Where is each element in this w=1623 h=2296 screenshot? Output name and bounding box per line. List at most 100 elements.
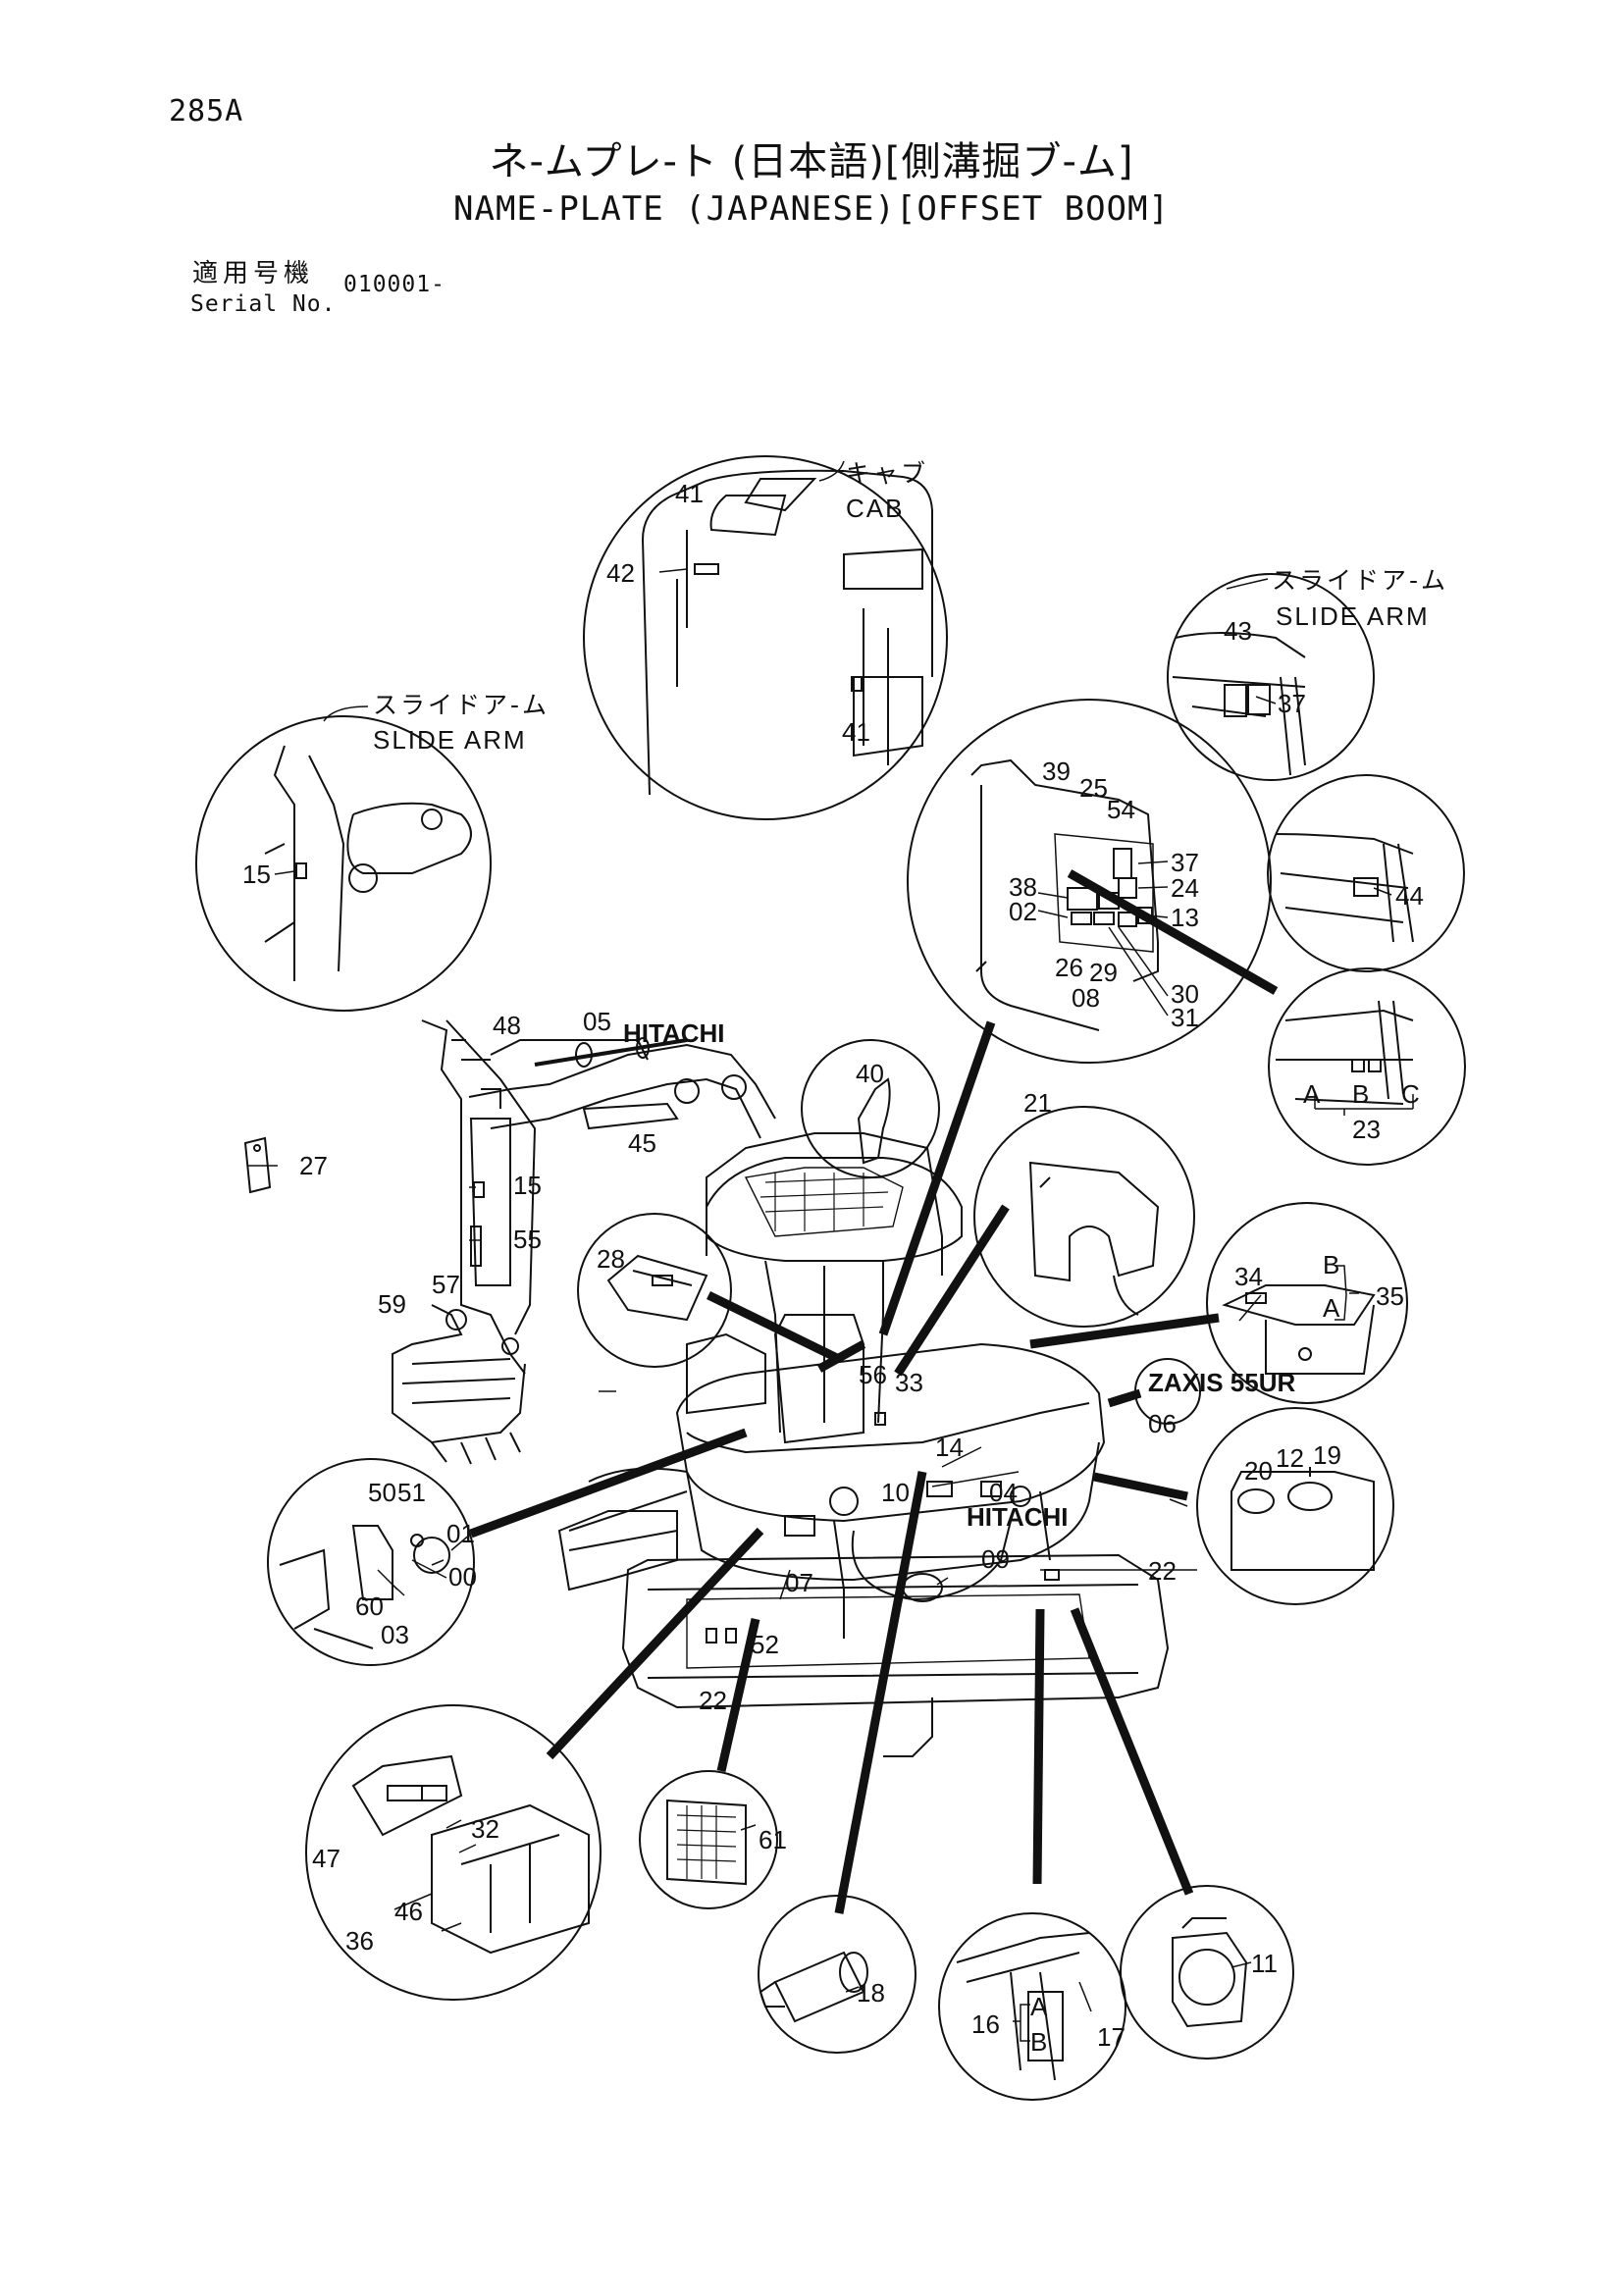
- part-label-43: 43: [1224, 616, 1252, 646]
- part-label-12: 12: [1276, 1443, 1304, 1473]
- part-label-15: 15: [513, 1171, 542, 1200]
- detail-circle-slide-arm-left: [195, 715, 492, 1012]
- part-label-41-top: 41: [675, 479, 704, 508]
- part-label-03: 03: [381, 1620, 409, 1649]
- part-label-52: 52: [751, 1630, 779, 1659]
- marker-b-abc: B: [1352, 1079, 1369, 1109]
- part-label-51: 51: [397, 1478, 426, 1507]
- part-label-55: 55: [513, 1225, 542, 1254]
- part-label-61: 61: [759, 1825, 787, 1854]
- part-number-labels: 41 42 41 43 37 39 25 54 37 24 13 38 02 2…: [242, 479, 1424, 2052]
- detail-circle-16-17: [938, 1912, 1126, 2101]
- part-label-01: 01: [446, 1519, 475, 1548]
- part-label-00: 00: [448, 1562, 477, 1592]
- part-label-57: 57: [432, 1270, 460, 1299]
- callout-leaders: [323, 460, 1269, 722]
- part-label-04: 04: [989, 1478, 1018, 1507]
- part-label-06: 06: [1148, 1409, 1177, 1438]
- part-label-54: 54: [1107, 795, 1135, 824]
- part-label-25: 25: [1079, 773, 1108, 803]
- callout-slide-arm-right-jp: スライドア-ム: [1272, 566, 1448, 595]
- detail-circle-21: [973, 1106, 1195, 1328]
- bracket-b-a: [1013, 1094, 1414, 2042]
- serial-label-english: Serial No.: [190, 291, 337, 317]
- excavator-upper-structure: [557, 1132, 1170, 1757]
- brand-hitachi-boom: HITACHI: [623, 1018, 725, 1048]
- detail-circle-61: [639, 1770, 778, 1909]
- part-label-35: 35: [1376, 1281, 1404, 1311]
- callout-slide-arm-left-en: SLIDE ARM: [373, 725, 527, 755]
- detail-circle-fuel-tank: [1196, 1407, 1394, 1605]
- page-title-english: NAME-PLATE (JAPANESE)[OFFSET BOOM]: [453, 189, 1170, 229]
- callout-cab-jp: キャブ: [846, 459, 928, 488]
- brand-hitachi-body: HITACHI: [967, 1502, 1069, 1532]
- detail-leader-lines: [469, 869, 1279, 1914]
- detail-circle-28: [577, 1213, 732, 1368]
- part-label-16: 16: [971, 2009, 1000, 2039]
- part-27-icon: [243, 1136, 272, 1194]
- marker-a-16: A: [1030, 1992, 1048, 2021]
- detail-circle-logo: [1134, 1358, 1201, 1425]
- part-label-11: 11: [1251, 1949, 1278, 1978]
- part-label-10: 10: [881, 1478, 910, 1507]
- part-label-31: 31: [1171, 1003, 1199, 1032]
- logo-zaxis: ZAXIS 55UR: [1148, 1368, 1295, 1397]
- detail-circle-18: [758, 1895, 916, 2054]
- marker-a-abc: A: [1303, 1079, 1321, 1109]
- part-label-44: 44: [1395, 881, 1424, 911]
- part-label-47: 47: [312, 1844, 340, 1873]
- part-label-20: 20: [1244, 1456, 1273, 1486]
- detail-circle-control-box: [305, 1704, 602, 2001]
- part-label-42: 42: [606, 558, 635, 588]
- detail-circle-cab: [583, 455, 948, 820]
- part-label-30: 30: [1171, 979, 1199, 1009]
- part-label-59: 59: [378, 1289, 406, 1319]
- part-label-17: 17: [1097, 2022, 1126, 2052]
- part-label-13: 13: [1171, 903, 1199, 932]
- part-label-60: 60: [355, 1592, 384, 1621]
- detail-circle-console: [267, 1458, 475, 1666]
- page-title-japanese: ネ-ムプレ-ト (日本語)[側溝掘ブ-ム]: [489, 139, 1134, 184]
- marker-b-16: B: [1030, 2027, 1047, 2057]
- marker-a-35: A: [1323, 1293, 1340, 1323]
- part-label-14: 14: [935, 1433, 964, 1462]
- part-label-50: 50: [368, 1478, 396, 1507]
- part-label-21: 21: [1023, 1088, 1052, 1118]
- part-label-46: 46: [394, 1897, 423, 1926]
- part-pointer-lines: [247, 568, 1392, 2012]
- detail-circle-44: [1267, 774, 1465, 972]
- part-label-56: 56: [859, 1360, 887, 1389]
- part-label-38: 38: [1009, 872, 1037, 902]
- part-label-48: 48: [493, 1011, 521, 1040]
- part-label-02: 02: [1009, 897, 1037, 926]
- serial-number-value: 010001-: [343, 272, 445, 297]
- callout-slide-arm-right-en: SLIDE ARM: [1276, 601, 1430, 631]
- part-label-22-left: 22: [699, 1686, 727, 1715]
- part-label-23: 23: [1352, 1115, 1381, 1144]
- part-label-37-slide: 37: [1278, 689, 1306, 718]
- part-label-18: 18: [857, 1978, 885, 2008]
- part-label-15-slide: 15: [242, 860, 271, 889]
- serial-label-japanese: 適用号機: [192, 259, 315, 288]
- detail-circle-cab-interior: [907, 699, 1272, 1064]
- marker-b-35: B: [1323, 1250, 1339, 1279]
- detail-circle-34-35: [1206, 1202, 1408, 1404]
- part-label-07: 07: [785, 1568, 813, 1597]
- part-label-33: 33: [895, 1368, 923, 1397]
- part-label-22-right: 22: [1148, 1556, 1177, 1586]
- part-label-41-side: 41: [842, 717, 870, 747]
- part-label-19: 19: [1313, 1440, 1341, 1470]
- callout-cab-en: CAB: [846, 494, 904, 523]
- callout-slide-arm-left-jp: スライドア-ム: [373, 691, 550, 719]
- excavator-front-attachment: [392, 1019, 776, 1465]
- part-label-08: 08: [1072, 983, 1100, 1013]
- part-label-45: 45: [628, 1128, 656, 1158]
- part-label-36: 36: [345, 1926, 374, 1956]
- part-label-28: 28: [597, 1244, 625, 1274]
- part-label-40: 40: [856, 1059, 884, 1088]
- part-label-24: 24: [1171, 873, 1199, 903]
- part-label-37: 37: [1171, 848, 1199, 877]
- part-label-26: 26: [1055, 953, 1083, 982]
- page-number: 285A: [169, 94, 244, 129]
